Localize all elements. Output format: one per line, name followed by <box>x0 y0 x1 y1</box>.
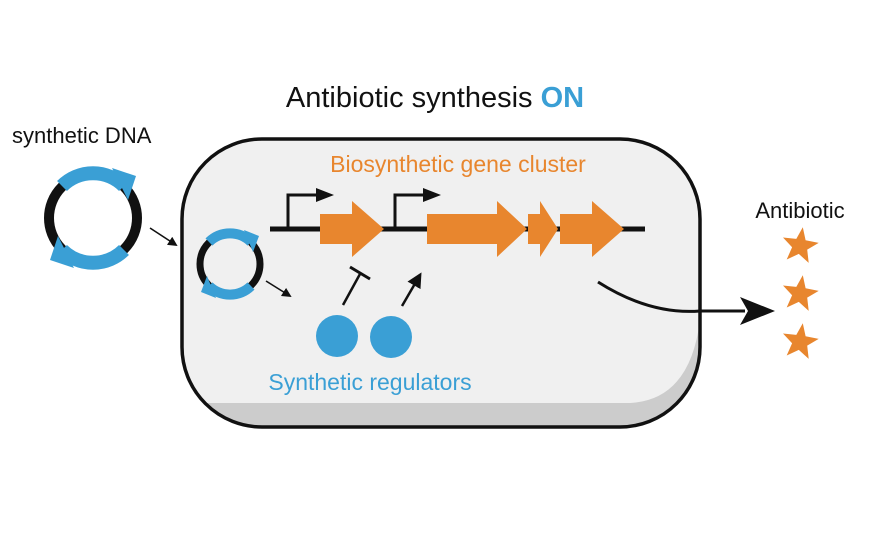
diagram-title: Antibiotic synthesis ON <box>286 82 584 114</box>
regulator-circle-icon <box>370 316 412 358</box>
gene-arrow-icon <box>427 201 527 257</box>
transformation-arrow <box>149 227 178 247</box>
gene-arrow-icon <box>320 201 384 257</box>
synthetic-dna-label: synthetic DNA <box>12 123 152 148</box>
plasmid-icon <box>44 166 142 270</box>
activation-edge <box>400 272 422 307</box>
star-icon <box>783 227 819 263</box>
gene-arrow-icon <box>560 201 624 257</box>
regulators-label: Synthetic regulators <box>268 369 471 395</box>
antibiotic-label: Antibiotic <box>755 198 844 223</box>
star-icon <box>783 323 819 359</box>
cell-shadow <box>182 320 700 427</box>
export-arrowhead <box>740 297 775 325</box>
gene-arrow-icon <box>528 201 558 257</box>
title-state-badge: ON <box>541 82 585 114</box>
promoter-arrow-icon <box>393 188 441 229</box>
regulator-circle-icon <box>316 315 358 357</box>
expression-arrow <box>265 280 292 298</box>
repression-edge <box>341 265 371 306</box>
star-icon <box>783 275 819 311</box>
export-arrow <box>597 280 745 313</box>
cell-membrane <box>180 137 702 429</box>
cell <box>180 137 702 429</box>
plasmid-icon <box>196 228 264 300</box>
gene-cluster-label: Biosynthetic gene cluster <box>330 151 586 177</box>
promoter-arrow-icon <box>286 188 334 229</box>
